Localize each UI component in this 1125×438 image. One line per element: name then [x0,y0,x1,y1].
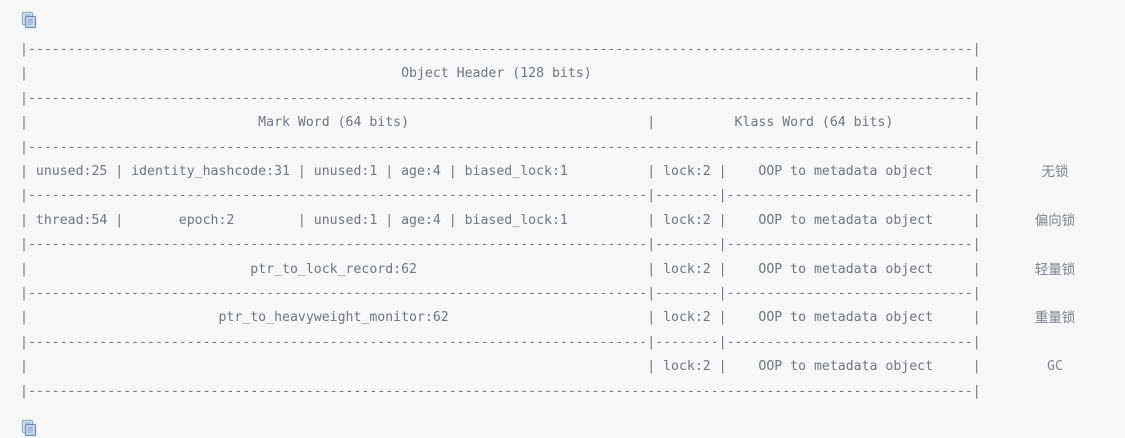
ascii-diagram: |---------------------------------------… [20,38,1105,404]
copy-icon[interactable] [20,10,40,30]
lock-state-annotation-column: 无锁 偏向锁 轻量锁 重量锁 GC [1000,38,1110,404]
ascii-art-text: |---------------------------------------… [20,42,981,399]
annotation-gc: GC [1047,359,1063,375]
annotation-no-lock: 无锁 [1041,163,1069,180]
copy-icon[interactable] [20,418,40,438]
annotation-biased-lock: 偏向锁 [1034,212,1076,229]
annotation-heavyweight-lock: 重量锁 [1034,310,1076,327]
annotation-lightweight-lock: 轻量锁 [1034,261,1076,278]
